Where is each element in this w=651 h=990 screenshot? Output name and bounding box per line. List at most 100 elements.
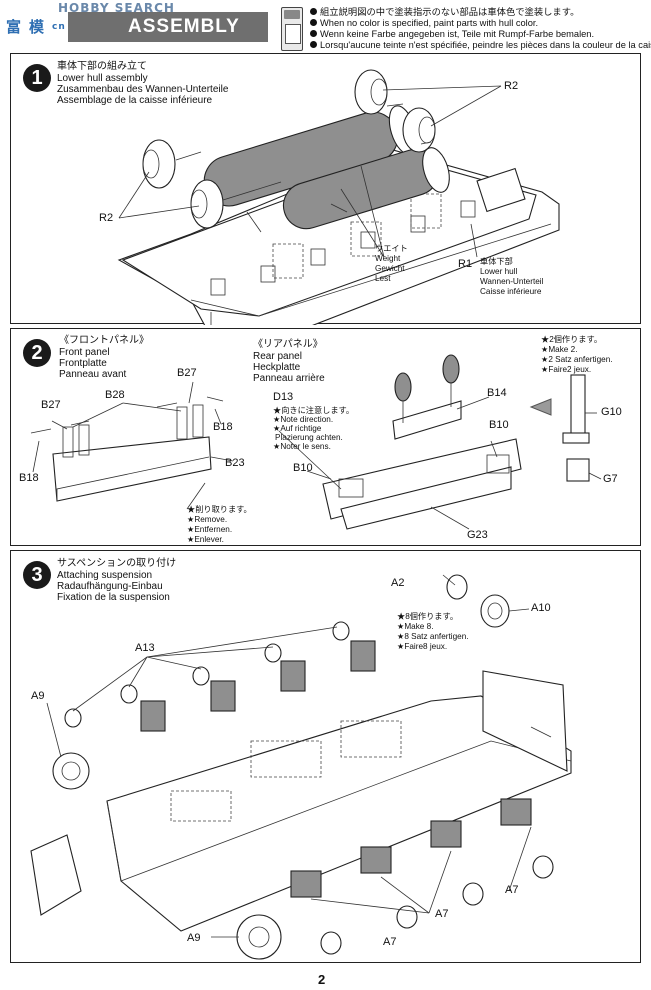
weight-front — [282, 147, 450, 230]
front-title-de: Frontplatte — [59, 358, 107, 369]
part-label-d13: D13 — [273, 391, 294, 403]
part-label-a9: A9 — [31, 690, 45, 702]
part-label-r2: R2 — [504, 80, 519, 92]
rear-title-de: Heckplatte — [253, 362, 301, 373]
make8-note-en: ★Make 8. — [397, 622, 434, 631]
part-label-b14: B14 — [487, 387, 507, 399]
rear-plate-b14-shape — [392, 400, 462, 440]
watermark-site: cn — [52, 22, 66, 32]
make2-note-de: ★2 Satz anfertigen. — [541, 355, 613, 364]
step-number-badge: 2 — [23, 339, 51, 367]
rear-title-en: Rear panel — [253, 351, 302, 362]
front-panel-b23-shape — [52, 436, 212, 502]
a2-wheel — [442, 574, 468, 600]
part-label-g23: G23 — [467, 529, 488, 541]
part-label-b27: B27 — [41, 399, 61, 411]
step2-panel: 2 《フロントパネル》 Front panel Frontplatte Pann… — [10, 328, 641, 546]
step1-title-en: Lower hull assembly — [57, 73, 148, 84]
part-label-a9: A9 — [187, 932, 201, 944]
part-label-r1: R1 — [458, 258, 473, 270]
front-title-ja: 《フロントパネル》 — [59, 335, 149, 346]
part-g10-shape — [570, 374, 586, 436]
weight-note-de: Gewicht — [375, 264, 405, 273]
step1-title-ja: 車体下部の組み立て — [57, 61, 147, 72]
direction-arrow-icon — [529, 398, 552, 416]
direction-note-de1: ★Auf richtige — [273, 424, 322, 433]
rear-title-fr: Panneau arrière — [253, 373, 325, 384]
front-title-en: Front panel — [59, 347, 110, 358]
part-label-b23: B23 — [225, 457, 245, 469]
paint-bottle-icon — [281, 7, 303, 51]
part-label-a7: A7 — [505, 884, 519, 896]
part-label-a13: A13 — [135, 642, 155, 654]
step-number-badge: 3 — [23, 561, 51, 589]
r2-wheel-front-right — [402, 107, 436, 153]
r2-wheel-front-left — [190, 179, 224, 229]
step3-title-ja: サスペンションの取り付け — [57, 558, 177, 569]
r2-wheel-back-right — [354, 69, 388, 115]
rear-title-ja: 《リアパネル》 — [253, 339, 323, 350]
front-title-fr: Panneau avant — [59, 369, 127, 380]
direction-note-en: ★Note direction. — [273, 415, 334, 424]
remove-note-en: ★Remove. — [187, 515, 228, 524]
a9-idler-top — [52, 752, 90, 790]
part-label-b10: B10 — [293, 462, 313, 474]
legend-line-ja: 組立説明図の中で塗装指示のない部品は車体色で塗装します。 — [310, 7, 579, 18]
make8-note-fr: ★Faire8 jeux. — [397, 642, 448, 651]
step1-title-fr: Assemblage de la caisse inférieure — [57, 95, 213, 106]
part-label-g7: G7 — [603, 473, 618, 485]
part-label-g10: G10 — [601, 406, 622, 418]
part-g7-shape — [566, 458, 590, 482]
step1-title-de: Zusammenbau des Wannen-Unterteile — [57, 84, 229, 95]
weight-note-ja: ウエイト — [375, 244, 408, 253]
direction-note-ja: ★向きに注意します。 — [273, 406, 355, 415]
r1-note-en: Lower hull — [480, 267, 518, 276]
lower-hull-drawing — [117, 69, 560, 325]
remove-note-ja: ★削り取ります。 — [187, 505, 252, 514]
legend-line-de: Wenn keine Farbe angegeben ist, Teile mi… — [310, 29, 594, 40]
front-plate-shape — [30, 834, 82, 916]
step1-panel: 1 車体下部の組み立て Lower hull assembly Zusammen… — [10, 53, 641, 325]
make2-note-en: ★Make 2. — [541, 345, 578, 354]
step3-panel: 3 サスペンションの取り付け Attaching suspension Rada… — [10, 550, 641, 963]
step3-title-fr: Fixation de la suspension — [57, 592, 170, 603]
panels-drawing — [30, 354, 602, 530]
step-number-badge: 1 — [23, 64, 51, 92]
page-number: 2 — [318, 972, 326, 987]
weight-note-en: Weight — [375, 254, 401, 263]
make8-note-de: ★8 Satz anfertigen. — [397, 632, 469, 641]
r1-note-fr: Caisse inférieure — [480, 287, 542, 296]
step3-title-de: Radaufhängung-Einbau — [57, 581, 163, 592]
rear-bracket-shape — [482, 670, 568, 772]
part-label-a7: A7 — [435, 908, 449, 920]
legend-line-fr: Lorsqu'aucune teinte n'est spécifiée, pe… — [310, 40, 651, 51]
part-label-a7: A7 — [383, 936, 397, 948]
direction-note-de2: Plazierung achten. — [275, 433, 343, 442]
make2-note-fr: ★Faire2 jeux. — [541, 365, 592, 374]
r1-note-de: Wannen-Unterteil — [480, 277, 544, 286]
r1-note-ja: 車体下部 — [480, 257, 513, 266]
part-label-r2: R2 — [99, 212, 114, 224]
exhaust-left — [394, 372, 412, 402]
direction-note-fr: ★Noter le sens. — [273, 442, 331, 451]
header-bar — [68, 12, 268, 42]
step3-title-en: Attaching suspension — [57, 570, 153, 581]
r2-wheel-back-left — [142, 139, 176, 189]
part-label-a10: A10 — [531, 602, 551, 614]
part-label-b18: B18 — [19, 472, 39, 484]
make2-note-ja: ★2個作ります。 — [541, 335, 603, 344]
weight-note-fr: Lest — [375, 274, 391, 283]
exhaust-right — [442, 354, 460, 384]
page-title: ASSEMBLY — [128, 16, 240, 37]
rear-panel-g23-shape — [322, 438, 522, 520]
a10-wheel — [480, 594, 530, 628]
watermark-cn2: 模 — [29, 18, 46, 36]
part-label-a2: A2 — [391, 577, 405, 589]
watermark-brand: HOBBY SEARCH — [58, 1, 175, 15]
part-label-b28: B28 — [105, 389, 125, 401]
part-label-b18: B18 — [213, 421, 233, 433]
remove-note-fr: ★Enlever. — [187, 535, 224, 544]
remove-note-de: ★Entfernen. — [187, 525, 233, 534]
part-label-b10: B10 — [489, 419, 509, 431]
part-label-b27: B27 — [177, 367, 197, 379]
